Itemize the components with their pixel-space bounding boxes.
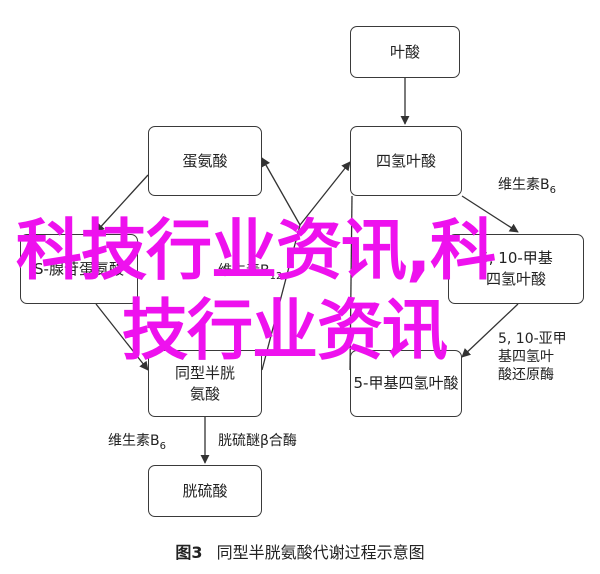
label-vitamin-b12: 维生素B12 xyxy=(218,263,283,282)
arrow-methionine-to-sam xyxy=(95,174,149,233)
node-cystathionine: 胱硫酸 xyxy=(148,465,262,517)
figure-title: 同型半胱氨酸代谢过程示意图 xyxy=(216,543,425,562)
node-methyl-thf: 5-甲基四氢叶酸 xyxy=(350,350,462,417)
node-sam-label: S-腺苷蛋氨酸 xyxy=(34,259,124,278)
label-vitamin-b6-right: 维生素B6 xyxy=(498,177,556,196)
node-folate: 叶酸 xyxy=(350,26,460,78)
label-cbs-enzyme: 胱硫醚β合酶 xyxy=(218,433,297,449)
node-thf-label: 四氢叶酸 xyxy=(375,151,436,170)
node-homocysteine: 同型半胱 氨酸 xyxy=(148,350,262,417)
node-methylene-thf-line1: 5, 10-甲基 xyxy=(479,249,553,267)
node-dimethylglycine-thf: 5, 10-甲基 四氢叶酸 xyxy=(448,234,584,304)
node-homocysteine-line2: 氨酸 xyxy=(189,384,220,403)
node-sam: S-腺苷蛋氨酸 xyxy=(20,234,138,304)
arrow-methylene-to-methyl-thf xyxy=(461,303,519,358)
label-mthfr-enzyme: 5, 10-亚甲 基四氢叶 酸还原酶 xyxy=(498,331,567,384)
arrow-center-to-thf xyxy=(299,161,351,226)
node-homocysteine-line1: 同型半胱 xyxy=(174,363,235,382)
arrow-sam-to-homocysteine xyxy=(95,303,149,371)
node-methylene-thf-line2: 四氢叶酸 xyxy=(485,270,546,288)
node-thf: 四氢叶酸 xyxy=(350,126,462,196)
arrow-center-to-methionine xyxy=(261,157,301,226)
label-vitamin-b6-bottom: 维生素B6 xyxy=(108,433,166,452)
arrow-thf-to-methylene xyxy=(461,195,519,233)
arrow-methyl-thf-to-thf xyxy=(349,195,353,371)
node-folate-label: 叶酸 xyxy=(389,42,420,61)
node-methionine-label: 蛋氨酸 xyxy=(182,151,228,170)
node-cystathionine-label: 胱硫酸 xyxy=(182,481,228,500)
node-methionine: 蛋氨酸 xyxy=(148,126,262,196)
watermark-line2: 技行业资讯 xyxy=(122,292,448,369)
figure-caption: 图3 同型半胱氨酸代谢过程示意图 xyxy=(0,539,600,563)
figure-number: 图3 xyxy=(175,543,203,562)
arrow-homocysteine-to-methionine xyxy=(261,224,301,371)
watermark-line1: 科技行业资讯,科 xyxy=(16,212,496,289)
node-methyl-thf-label: 5-甲基四氢叶酸 xyxy=(353,374,459,392)
